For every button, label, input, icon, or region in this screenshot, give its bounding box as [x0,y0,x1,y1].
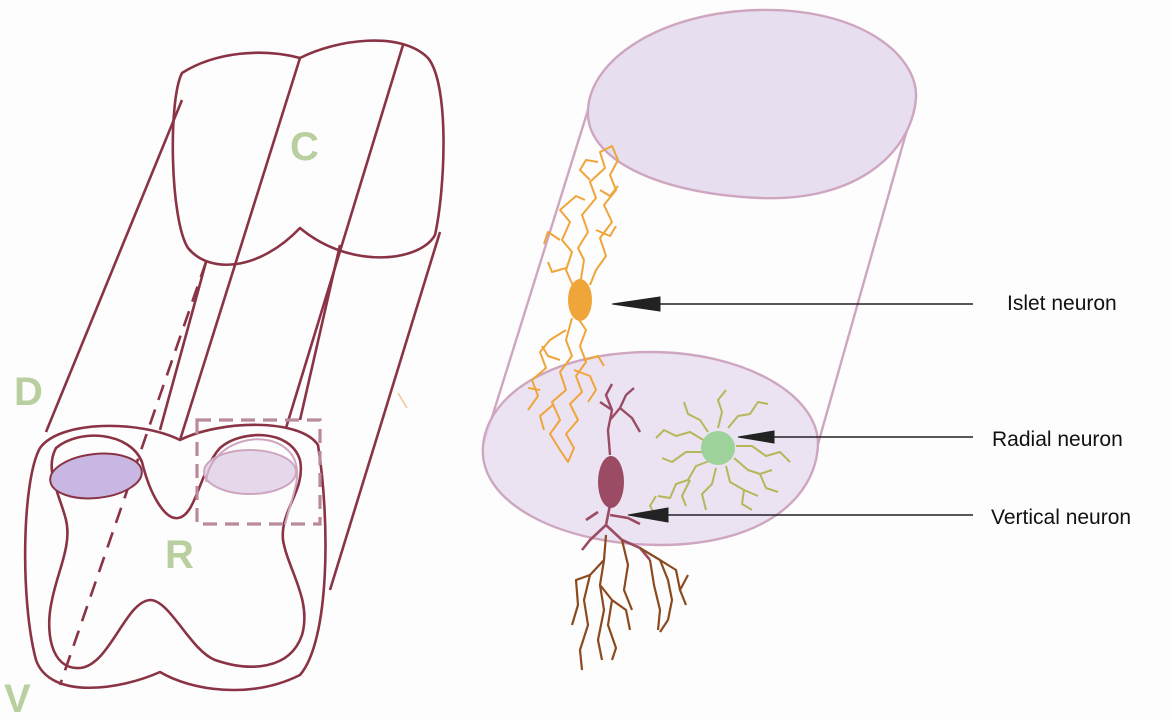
label-caudal: C [290,125,319,169]
near-face-lobes [48,439,297,525]
islet-soma [568,279,592,321]
vertical-axon-tree [572,535,688,670]
vertical-soma [598,456,624,508]
label-dorsal: D [14,370,43,414]
callout-islet-neuron: Islet neuron [1007,292,1117,315]
edge-top-left [46,100,182,432]
stray-mark [398,393,407,408]
islet-arrowhead [612,297,660,311]
edge-mid-1 [180,58,300,440]
label-rostral: R [165,533,194,577]
left-lobe [48,449,144,502]
callout-vertical-neuron: Vertical neuron [991,506,1131,529]
callout-radial-neuron: Radial neuron [992,428,1123,451]
edge-bottom-right [330,232,440,590]
edge-mid-2 [286,45,403,428]
edge-mid-4 [300,245,340,420]
tissue-block [25,41,443,690]
edge-mid-3 [160,262,206,430]
cylinder-top-cap [588,10,916,198]
islet-dendrite-upper [578,146,618,285]
radial-soma [701,431,735,465]
label-ventral: V [4,677,31,721]
